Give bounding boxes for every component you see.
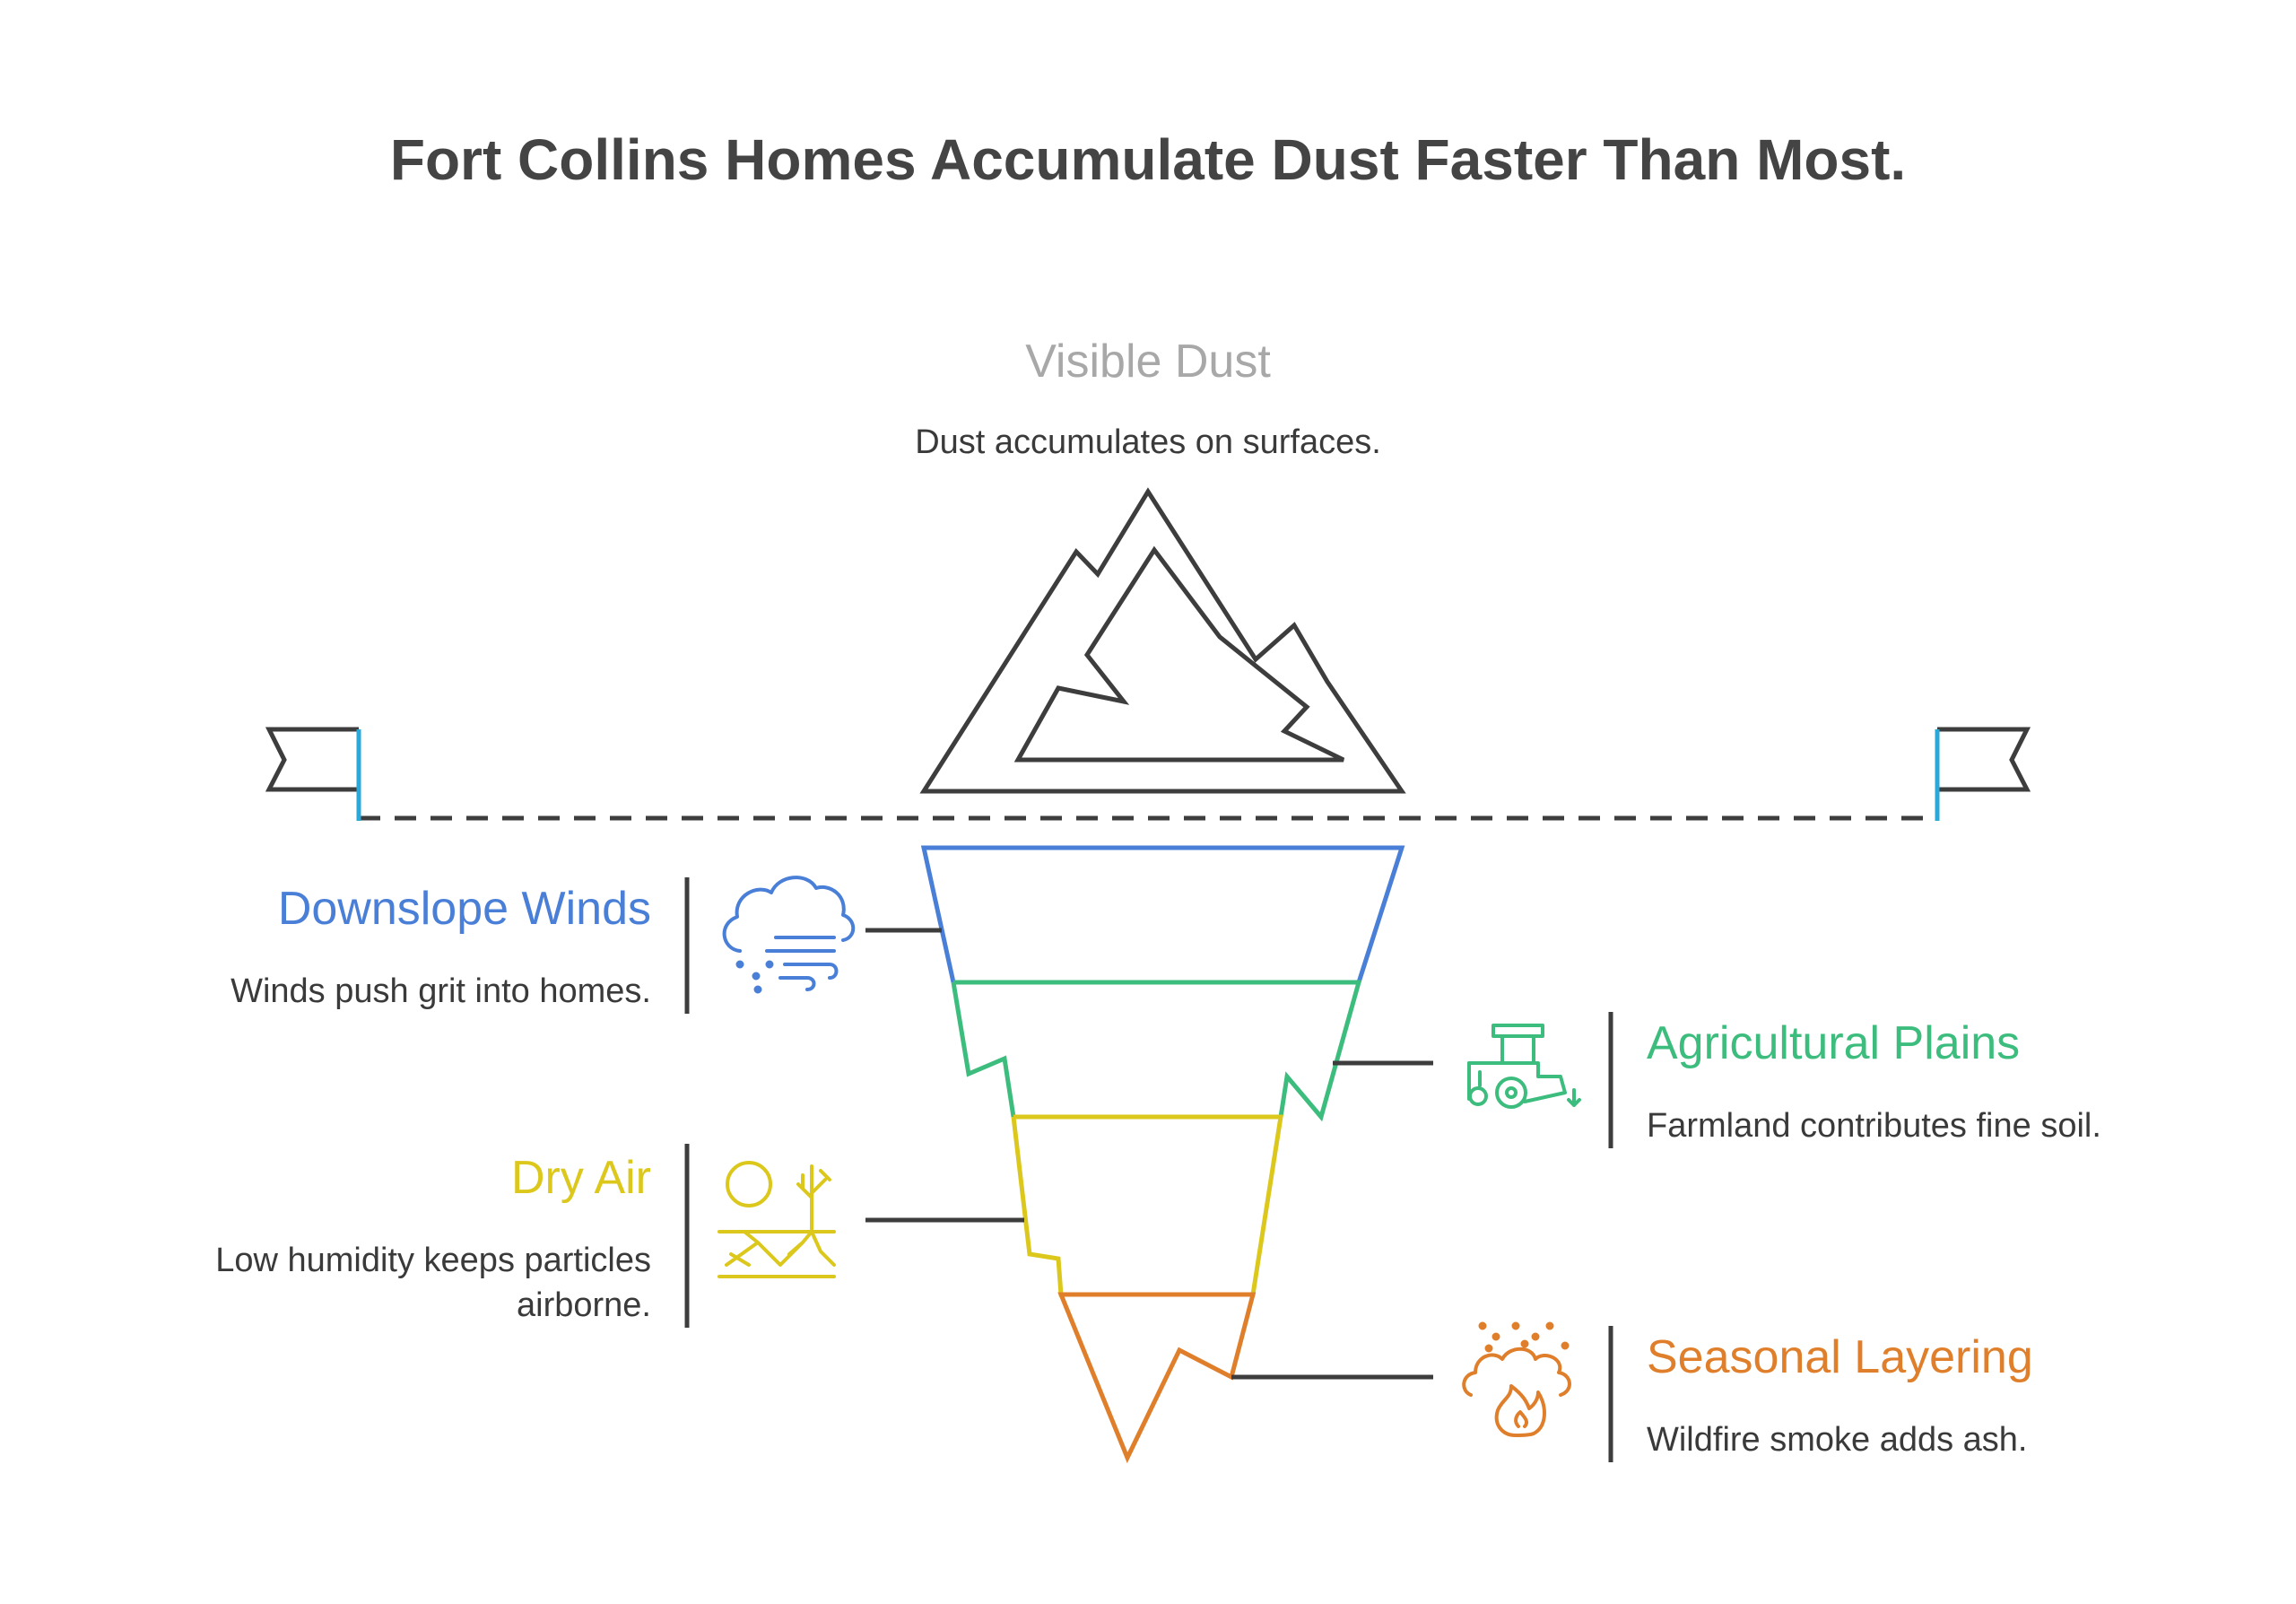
- tractor-icon: [1467, 1024, 1581, 1109]
- layer-agricultural-plains: [951, 980, 1362, 1122]
- layer-seasonal-layering: [1057, 1292, 1257, 1464]
- wind-cloud-icon: [722, 876, 856, 994]
- visible-dust-heading: Visible Dust: [1025, 336, 1271, 388]
- drought-icon: [718, 1161, 836, 1278]
- left-flag-icon: [265, 727, 361, 821]
- seasonal-layering-heading: Seasonal Layering: [1647, 1331, 2033, 1383]
- dry-air-description-line-1: Low humidity keeps particles: [215, 1242, 651, 1279]
- dry-air-heading: Dry Air: [511, 1152, 651, 1204]
- right-flag-icon: [1935, 727, 2031, 821]
- visible-dust-description: Dust accumulates on surfaces.: [915, 423, 1381, 461]
- submerged-layers: [920, 845, 1405, 1464]
- downslope-winds-description: Winds push grit into homes.: [230, 972, 651, 1010]
- layer-dry-air: [1011, 1114, 1283, 1297]
- downslope-winds-heading: Downslope Winds: [278, 883, 651, 935]
- iceberg-tip: [919, 487, 1406, 794]
- seasonal-layering-description: Wildfire smoke adds ash.: [1647, 1421, 2028, 1459]
- layer-downslope-winds: [920, 845, 1405, 983]
- agricultural-plains-heading: Agricultural Plains: [1647, 1017, 2020, 1069]
- waterline: [265, 727, 2031, 821]
- wildfire-icon: [1462, 1321, 1571, 1437]
- diagram-title: Fort Collins Homes Accumulate Dust Faste…: [390, 127, 1906, 192]
- agricultural-plains-description: Farmland contributes fine soil.: [1647, 1107, 2101, 1145]
- dry-air-description-line-2: airborne.: [517, 1286, 651, 1324]
- connectors: [684, 877, 1613, 1462]
